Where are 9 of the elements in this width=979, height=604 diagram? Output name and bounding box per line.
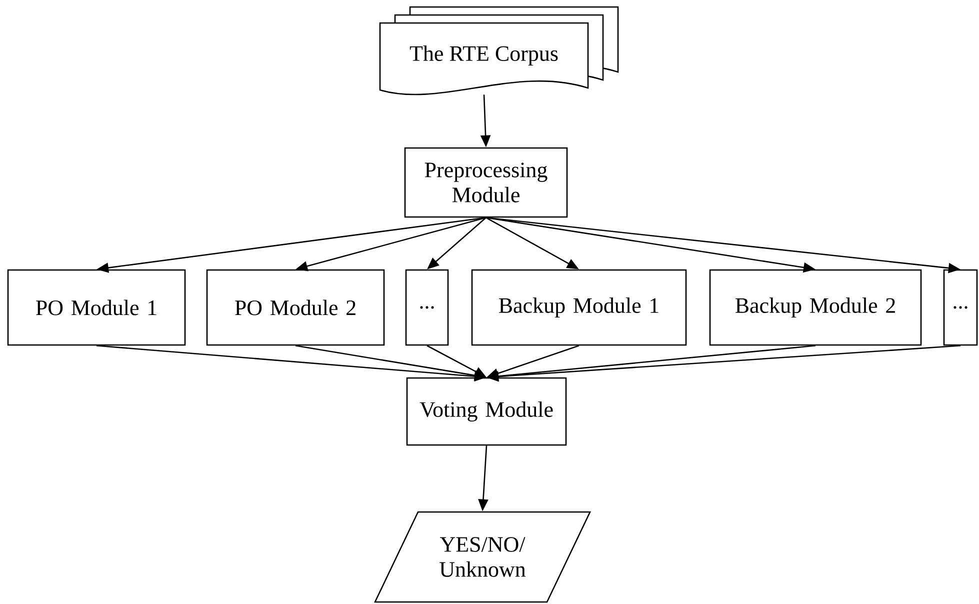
process-box: Voting Module xyxy=(406,377,567,446)
process-box: PO Module 1 xyxy=(7,269,186,346)
process-box: Backup Module 2 xyxy=(709,269,922,346)
process-box: ... xyxy=(405,269,449,346)
document-stack: The RTE Corpus xyxy=(379,6,619,96)
process-box: Preprocessing Module xyxy=(404,147,568,218)
process-box: Backup Module 1 xyxy=(471,269,687,346)
process-box: ... xyxy=(943,269,978,346)
process-box: PO Module 2 xyxy=(206,269,385,346)
